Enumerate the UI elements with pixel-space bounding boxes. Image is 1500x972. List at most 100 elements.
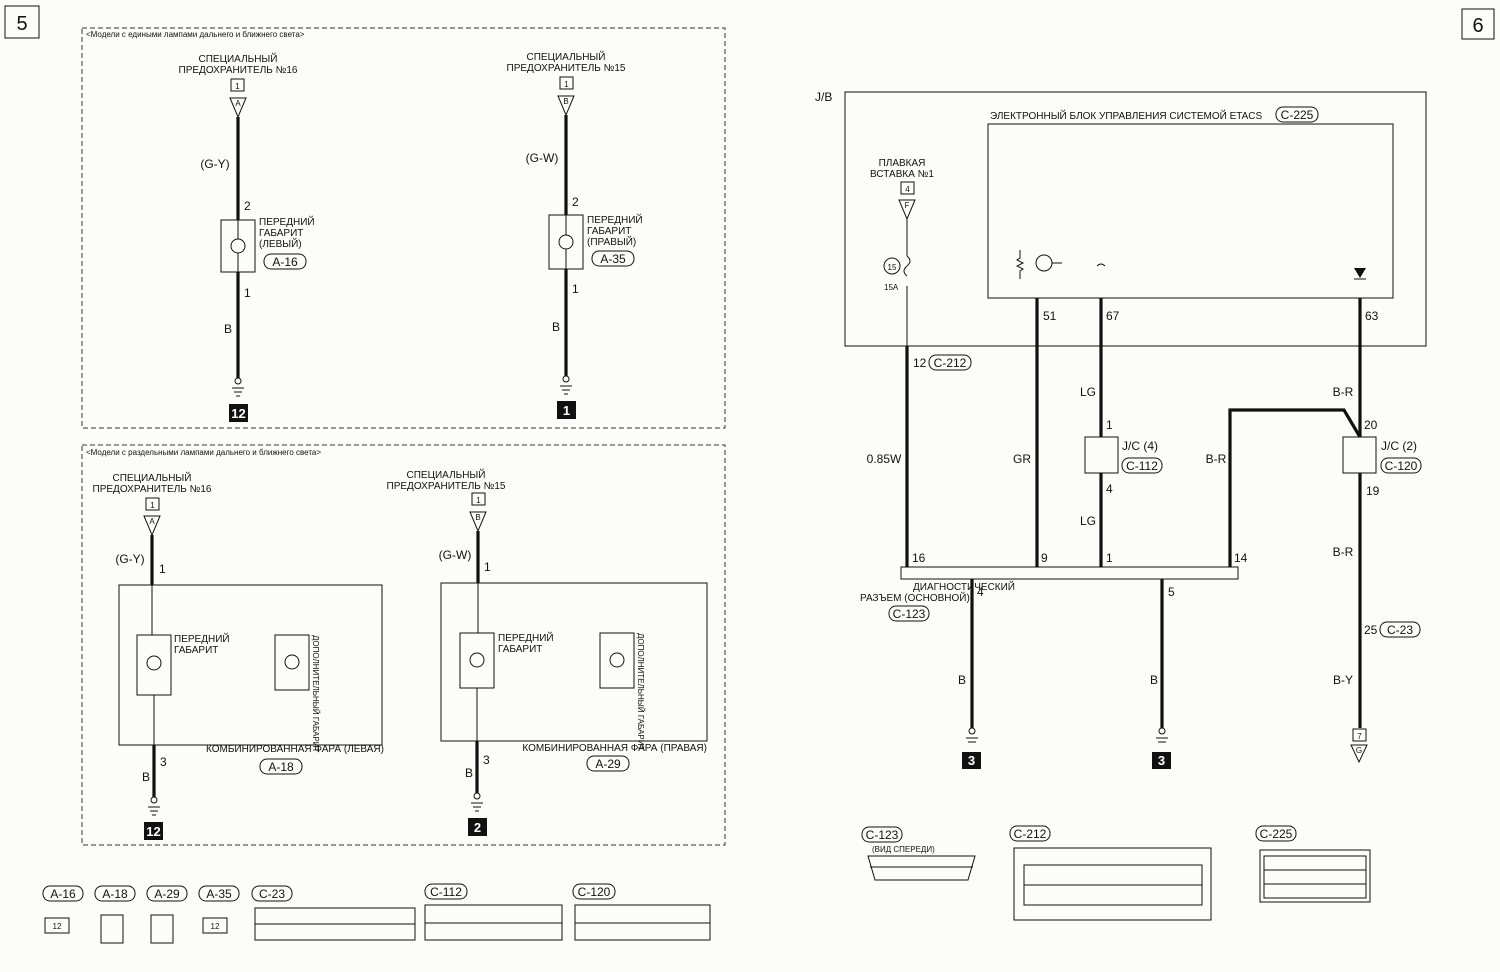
lamp-left-pin-top: 2 — [244, 199, 251, 213]
svg-text:12: 12 — [53, 922, 62, 931]
connector-a18-text: A-18 — [268, 760, 294, 774]
wire-br-branch — [1228, 408, 1362, 567]
lamp-right-pin-bottom: 1 — [572, 282, 579, 296]
jc4-label: J/C (4) — [1122, 439, 1158, 453]
connector-view-a29 — [150, 914, 174, 944]
ground-point-3-text: 3 — [968, 753, 975, 768]
connector-c120-tag — [1380, 457, 1422, 474]
connector-view-a29-label: A-29 — [154, 887, 180, 901]
lamp-left-label-2: ГАБАРИТ — [259, 228, 303, 239]
connector-view-a18 — [100, 914, 124, 944]
svg-text:12: 12 — [211, 922, 220, 931]
position-lamp-bulb-icon — [469, 652, 485, 668]
ground-icon — [966, 727, 978, 743]
wire-br-bottom-label: B-R — [1333, 545, 1354, 559]
ground-icon — [471, 792, 483, 812]
wire-b-left-2-label: B — [142, 770, 150, 784]
pin-67-text: 67 — [1106, 309, 1120, 323]
jc2-label: J/C (2) — [1381, 439, 1417, 453]
fuse16-label-1: СПЕЦИАЛЬНЫЙ — [199, 52, 278, 65]
fuse16b-label-2: ПРЕДОХРАНИТЕЛЬ №16 — [93, 484, 212, 495]
wire-br-branch-label: B-R — [1206, 452, 1227, 466]
jc4-junction — [1084, 436, 1119, 474]
lamp-left-pin-bottom: 1 — [244, 286, 251, 300]
connector-view-c123-label: C-123 — [866, 828, 899, 842]
fuse15-pin-text: B — [563, 97, 568, 106]
wire-g-w-label: (G-W) — [526, 151, 559, 165]
diagnostic-connector-bar — [900, 566, 1239, 580]
headlamp-right-unit-label: КОМБИНИРОВАННАЯ ФАРА (ПРАВАЯ) — [522, 743, 707, 754]
connector-a29-text: A-29 — [595, 757, 621, 771]
lamp-right-label-3: (ПРАВЫЙ) — [587, 235, 636, 248]
lamp-right-label-1: ПЕРЕДНИЙ — [587, 213, 643, 226]
fuse15b-label-2: ПРЕДОХРАНИТЕЛЬ №15 — [387, 481, 506, 492]
headlamp-right-aux-label: ДОПОЛНИТЕЛЬНЫЙ ГАБАРИТ — [636, 633, 645, 750]
section-single-lamp: <Модели с едиными лампами дальнего и бли… — [81, 27, 726, 429]
lamp-right-pin-top: 2 — [572, 195, 579, 209]
ground-point-3b-text: 3 — [1158, 753, 1165, 768]
connector-c225-tag — [1275, 106, 1319, 123]
aux-lamp-bulb-icon — [609, 652, 625, 668]
fuse16b-pin-text: A — [149, 517, 155, 526]
ground-point-3b-badge — [1152, 752, 1171, 769]
connector-c120-text: C-120 — [1385, 459, 1418, 473]
pin-1-jc4-text: 1 — [1106, 418, 1113, 432]
lamp-right-label-2: ГАБАРИТ — [587, 226, 631, 237]
connector-a29-tag — [586, 755, 630, 772]
ground-point-12-text: 12 — [231, 406, 245, 421]
connector-view-a35 — [202, 917, 228, 934]
wire-br-top-label: B-R — [1333, 385, 1354, 399]
headlamp-right-lamp-label-2: ГАБАРИТ — [498, 644, 542, 655]
connector-view-c212 — [1013, 847, 1212, 921]
connector-c112-text: C-112 — [1126, 459, 1158, 473]
wire-085w-label: 0.85W — [867, 452, 902, 466]
section-separate-lamps-frame — [81, 444, 726, 846]
pin-4-jc4-text: 4 — [1106, 482, 1113, 496]
pin-1-diag-text: 1 — [1106, 551, 1113, 565]
connector-view-c120-label: C-120 — [578, 885, 611, 899]
junction-block-frame — [844, 91, 1427, 347]
connector-view-a16 — [44, 917, 70, 934]
connector-c123-tag — [888, 605, 930, 622]
diagnostic-label-1: ДИАГНОСТИЧЕСКИЙ — [913, 580, 1015, 593]
pin-19-text: 19 — [1366, 484, 1380, 498]
section-single-lamp-frame — [81, 27, 726, 429]
headlamp-right-pin-bottom: 3 — [483, 753, 490, 767]
connector-view-c225-label: C-225 — [1260, 827, 1293, 841]
wire-b-diag-1-label: B — [958, 673, 966, 687]
ground-icon — [148, 796, 160, 816]
headlamp-left-unit-label: КОМБИНИРОВАННАЯ ФАРА (ЛЕВАЯ) — [206, 744, 384, 755]
connector-c212-tag — [928, 354, 972, 371]
wire-g-w-b-label: (G-W) — [439, 548, 472, 562]
jc2-junction — [1342, 436, 1377, 474]
wire-b-right-2-label: B — [465, 766, 473, 780]
page-number-left: 5 — [4, 5, 40, 39]
fuse16b-pin-marker — [143, 515, 161, 537]
switch-input-icon — [1096, 263, 1106, 267]
connector-a35-tag — [591, 250, 635, 267]
right-page-diagram: J/B ЭЛЕКТРОННЫЙ БЛОК УПРАВЛЕНИЯ СИСТЕМОЙ… — [815, 90, 1427, 921]
connector-view-a18-label: A-18 — [102, 887, 128, 901]
connector-view-a16-label: A-16 — [50, 887, 76, 901]
lamp-left-label-1: ПЕРЕДНИЙ — [259, 215, 315, 228]
pin-5-text: 5 — [1168, 585, 1175, 599]
wire-by-label: B-Y — [1333, 673, 1353, 687]
headlamp-left-pin-bottom: 3 — [160, 755, 167, 769]
fusible-link-pin-text: F — [905, 201, 910, 210]
fuse15b-label-1: СПЕЦИАЛЬНЫЙ — [407, 468, 486, 481]
section-separate-lamps-title: <Модели с раздельными лампами дальнего и… — [86, 448, 321, 457]
diagnostic-label-2: РАЗЪЕМ (ОСНОВНОЙ) — [860, 591, 970, 604]
fusible-link-label-2: ВСТАВКА №1 — [870, 169, 934, 180]
ground-point-12b-badge — [144, 822, 163, 840]
connector-view-c212-label: C-212 — [1014, 827, 1047, 841]
connector-views-left: A-16 12 A-18 A-29 A-35 12 C-23 C-112 C-1… — [42, 883, 711, 944]
etacs-title: ЭЛЕКТРОННЫЙ БЛОК УПРАВЛЕНИЯ СИСТЕМОЙ ETA… — [990, 109, 1263, 122]
connector-c225-text: C-225 — [1281, 108, 1314, 122]
pin-14-text: 14 — [1234, 551, 1248, 565]
connector-view-c112-label: C-112 — [430, 885, 462, 899]
position-lamp-bulb-icon — [146, 655, 162, 671]
transistor-icon — [1015, 250, 1062, 279]
destination-pin-marker — [1350, 744, 1368, 764]
pin-51-text: 51 — [1043, 309, 1057, 323]
